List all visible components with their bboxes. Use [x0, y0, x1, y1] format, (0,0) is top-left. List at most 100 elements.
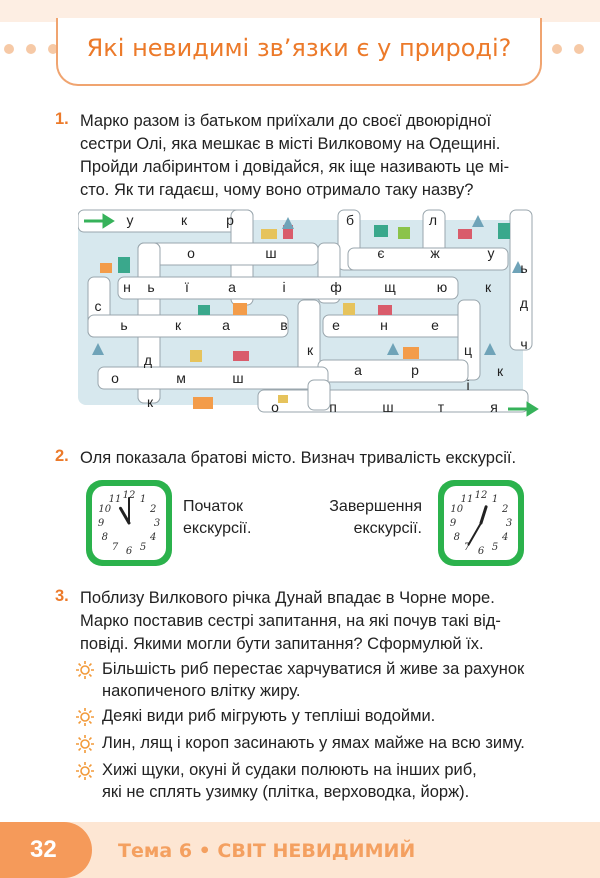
maze-houses — [100, 223, 510, 409]
maze-letter: л — [429, 212, 437, 228]
clock-number: 7 — [112, 542, 119, 553]
task-3-text: Поблизу Вилкового річка Дунай впадає в Ч… — [80, 587, 550, 656]
maze-trees — [92, 215, 524, 355]
maze-letter: щ — [384, 279, 396, 295]
clock-number: 4 — [149, 532, 156, 543]
end-label-line: екскурсії. — [353, 520, 422, 537]
task-2-number: 2. — [55, 447, 69, 465]
sun-bullet-icon — [76, 661, 94, 679]
start-label: Початок екскурсії. — [183, 496, 251, 540]
answer-3: Лин, лящ і короп засинають у ямах майже … — [102, 732, 547, 754]
footer-topic: Тема 6 • СВІТ НЕВИДИМИЙ — [118, 840, 416, 862]
answer-line: накопиченого влітку жиру. — [102, 682, 301, 700]
clock-number: 1 — [492, 494, 498, 505]
answer-1: Більшість риб перестає харчуватися й жив… — [102, 658, 547, 702]
maze-letter: і — [282, 279, 285, 295]
maze-letter: у — [127, 212, 134, 228]
clock-number: 10 — [450, 504, 463, 515]
maze-letter: н — [123, 279, 131, 295]
clock-number: 6 — [126, 546, 133, 557]
maze-letter: є — [377, 245, 384, 261]
maze-letter: ю — [437, 279, 448, 295]
clock-number: 11 — [461, 494, 474, 505]
start-label-line: екскурсії. — [183, 520, 252, 537]
task-1-line: сто. Як ти гадаєш, чому воно отримало та… — [80, 181, 474, 199]
maze-letter: м — [176, 370, 186, 386]
maze-letter: а — [222, 317, 230, 333]
maze-letter: і — [466, 377, 469, 393]
task-3-line: Марко поставив сестрі запитання, на які … — [80, 612, 501, 630]
maze-letter: о — [111, 370, 119, 386]
sun-bullet-icon — [76, 762, 94, 780]
clock-number: 7 — [464, 542, 471, 553]
clock-number: 8 — [102, 532, 108, 543]
end-label: Завершення екскурсії. — [326, 496, 422, 540]
title-box: Які невидимі зв’язки є у природі? — [56, 18, 542, 86]
task-1-number: 1. — [55, 110, 69, 128]
maze-letter: д — [520, 295, 528, 311]
answer-line: Лин, лящ і короп засинають у ямах майже … — [102, 734, 525, 752]
maze-letter: к — [307, 342, 314, 358]
maze-letter: ь — [120, 317, 127, 333]
maze-letter: я — [490, 399, 498, 415]
maze-letter: ї — [184, 279, 189, 295]
minute-hand — [467, 522, 482, 546]
maze-letter: е — [332, 317, 340, 333]
maze-letter: ц — [464, 342, 472, 358]
maze-letter: ч — [520, 336, 527, 352]
clock-number: 5 — [140, 542, 146, 553]
maze-letter: ш — [382, 399, 393, 415]
clock-number: 3 — [506, 518, 512, 529]
maze-letter: ь — [520, 260, 527, 276]
footer-band — [0, 822, 600, 878]
page-title: Які невидимі зв’язки є у природі? — [86, 34, 512, 62]
task-1-text: Марко разом із батьком приїхали до своєї… — [80, 110, 550, 202]
maze-letter: а — [228, 279, 236, 295]
task-3-line: Поблизу Вилкового річка Дунай впадає в Ч… — [80, 589, 495, 607]
clock-number: 3 — [154, 518, 160, 529]
clock-number: 9 — [98, 518, 105, 529]
answer-4: Хижі щуки, окуні й судаки полюють на інш… — [102, 759, 547, 803]
clock-number: 12 — [475, 490, 488, 501]
decor-dots-left — [4, 44, 58, 54]
maze-paths — [78, 209, 533, 413]
start-label-line: Початок — [183, 498, 243, 515]
maze-letter: ж — [430, 245, 440, 261]
top-band — [0, 0, 600, 22]
maze-letter: б — [346, 212, 354, 228]
maze-letter: к — [497, 363, 504, 379]
task-2-text: Оля показала братові місто. Визнач трива… — [80, 449, 517, 467]
maze-letter: с — [95, 298, 102, 314]
maze-letter: о — [271, 399, 279, 415]
clock-number: 9 — [450, 518, 457, 529]
clock-number: 4 — [501, 532, 508, 543]
maze-letter: п — [329, 399, 337, 415]
maze-letter: у — [488, 245, 495, 261]
clock-number: 5 — [492, 542, 498, 553]
task-1-line: Пройди лабіринтом і довідайся, як іще на… — [80, 158, 510, 176]
maze-letter: а — [354, 362, 362, 378]
maze-letter: к — [175, 317, 182, 333]
maze-letter: д — [144, 352, 152, 368]
answer-line: які не сплять узимку (плітка, верховодка… — [102, 783, 470, 801]
task-1-line: Марко разом із батьком приїхали до своєї… — [80, 112, 492, 130]
hour-hand — [119, 506, 131, 525]
maze-letter: ь — [147, 279, 154, 295]
page-number-tab — [0, 822, 92, 878]
clock-number: 2 — [501, 504, 508, 515]
maze-letter: т — [438, 399, 445, 415]
maze-letter: н — [380, 317, 388, 333]
task-1-line: сестри Олі, яка мешкає в місті Вилковому… — [80, 135, 501, 153]
maze-letter: к — [181, 212, 188, 228]
task-3-number: 3. — [55, 587, 69, 605]
clock-number: 2 — [149, 504, 156, 515]
maze-letter: к — [147, 394, 154, 410]
answer-2: Деякі види риб мігрують у тепліші водойм… — [102, 705, 547, 727]
sun-bullet-icon — [76, 735, 94, 753]
answer-line: Хижі щуки, окуні й судаки полюють на інш… — [102, 761, 477, 779]
maze-letter: о — [187, 245, 195, 261]
clock-number: 11 — [109, 494, 122, 505]
